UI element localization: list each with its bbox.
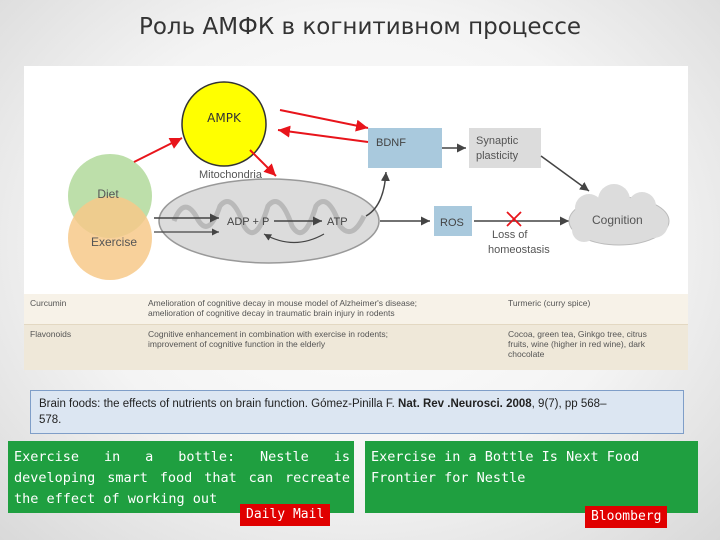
source-line: Cocoa, green tea, Ginkgo tree, citrus — [508, 329, 647, 339]
caption-text: Brain foods: the effects of nutrients on… — [39, 398, 399, 410]
atp-label: ATP — [327, 216, 348, 228]
atp-cycle-arrow — [263, 233, 325, 243]
table-row: Flavonoids Cognitive enhancement in comb… — [24, 325, 688, 370]
ampk-label: AMPK — [207, 111, 242, 125]
table-cell-compound: Flavonoids — [30, 329, 72, 339]
nutrient-table: Curcumin Amelioration of cognitive decay… — [24, 294, 688, 370]
effect-line: Amelioration of cognitive decay in mouse… — [148, 298, 418, 308]
table-cell-effect: Amelioration of cognitive decay in mouse… — [148, 298, 498, 318]
effect-line: Cognitive enhancement in combination wit… — [148, 329, 389, 339]
cognition-label: Cognition — [592, 213, 643, 227]
news-box-daily-mail: Exercise in a bottle: Nestle is developi… — [8, 441, 354, 513]
red-arrow-bdnf-to-ampk — [277, 125, 369, 143]
source-badge-daily-mail[interactable]: Daily Mail — [240, 504, 331, 526]
reference-caption: Brain foods: the effects of nutrients on… — [30, 390, 684, 434]
exercise-label: Exercise — [91, 235, 137, 249]
effect-line: amelioration of cognitive decay in traum… — [148, 308, 395, 318]
red-arrow-ampk-to-mito — [249, 149, 277, 177]
atp-to-bdnf-arrow — [365, 171, 390, 217]
table-cell-source: Turmeric (curry spice) — [508, 298, 591, 308]
slide-title: Роль АМФК в когнитивном процессе — [138, 14, 582, 40]
ampk-circle — [181, 81, 267, 167]
bdnf-box — [368, 128, 442, 168]
cognition-cloud — [568, 184, 670, 246]
caption-journal-cont: .Neurosci. — [444, 398, 507, 410]
exercise-circle — [68, 196, 152, 280]
table-cell-effect: Cognitive enhancement in combination wit… — [148, 329, 498, 349]
mitochondria-cristae — [171, 199, 367, 236]
news-box-bloomberg: Exercise in a Bottle Is Next Food Fronti… — [365, 441, 698, 513]
table-cell-source: Cocoa, green tea, Ginkgo tree, citrus fr… — [508, 329, 684, 359]
bdnf-label: BDNF — [376, 137, 406, 149]
news-headline: Exercise in a bottle: Nestle is developi… — [14, 449, 350, 507]
adp-label: ADP + P — [227, 216, 269, 228]
synaptic-box — [469, 128, 541, 168]
caption-pages: , 9(7), pp 568– — [531, 398, 607, 410]
synaptic-label-2: plasticity — [476, 150, 519, 162]
pathway-diagram: Diet Exercise Mitochondria ADP + P ATP A… — [68, 81, 670, 280]
source-badge-bloomberg[interactable]: Bloomberg — [585, 506, 668, 528]
red-arrow-ampk-to-bdnf — [279, 109, 369, 132]
ros-box — [434, 206, 472, 236]
synaptic-label-1: Synaptic — [476, 135, 519, 147]
caption-year: 2008 — [506, 398, 532, 410]
inhibition-x-icon — [506, 211, 522, 227]
source-line: chocolate — [508, 349, 545, 359]
table-row: Curcumin Amelioration of cognitive decay… — [24, 294, 688, 325]
diet-label: Diet — [97, 187, 119, 201]
red-arrow-diet-to-ampk — [133, 137, 183, 163]
source-line: fruits, wine (higher in red wine), dark — [508, 339, 646, 349]
loss-label-1: Loss of — [492, 229, 528, 241]
table-cell-compound: Curcumin — [30, 298, 67, 308]
loss-label-2: homeostasis — [488, 244, 550, 256]
synaptic-to-cognition-arrow — [540, 155, 590, 192]
mitochondria-label: Mitochondria — [199, 169, 263, 181]
caption-journal: Nat. Rev — [398, 398, 445, 410]
caption-pages-end: 578. — [39, 414, 62, 426]
pathway-figure: Diet Exercise Mitochondria ADP + P ATP A… — [24, 66, 688, 294]
news-headline: Exercise in a Bottle Is Next Food Fronti… — [371, 449, 640, 486]
ros-label: ROS — [440, 217, 464, 229]
effect-line: improvement of cognitive function in the… — [148, 339, 326, 349]
